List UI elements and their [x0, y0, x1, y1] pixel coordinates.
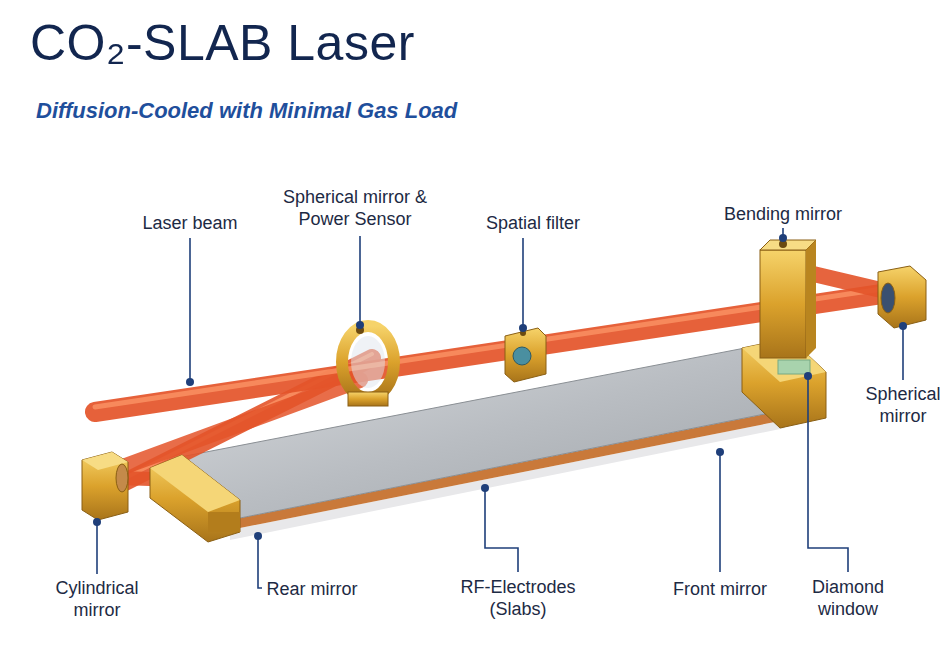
spherical-mirror-sensor	[342, 326, 394, 406]
leader-lines	[902, 326, 904, 380]
front-mirror-mount	[778, 360, 810, 374]
leader-dots	[804, 372, 812, 380]
leader-dots	[716, 448, 724, 456]
leader-dots	[186, 378, 194, 386]
spherical-mirror	[878, 266, 926, 328]
cylindrical-mirror	[82, 452, 128, 520]
bending-mirror	[760, 250, 806, 358]
rear-mirror-mount	[150, 455, 240, 542]
spatial-filter	[505, 328, 546, 382]
leader-dots	[481, 484, 489, 492]
leader-lines	[522, 238, 524, 328]
part-label: Front mirror	[655, 578, 785, 600]
subtitle: Diffusion-Cooled with Minimal Gas Load	[36, 98, 457, 124]
part-label: Spherical mirror & Power Sensor	[283, 186, 428, 230]
leader-dots	[779, 234, 787, 242]
rear-mirror-mount	[208, 512, 240, 532]
leader-lines	[808, 376, 848, 572]
spherical-mirror	[881, 283, 895, 313]
page-title: CO₂-SLAB Laser	[30, 14, 415, 72]
rear-mirror-mount	[150, 455, 240, 512]
bending-mirror	[760, 240, 816, 358]
part-label: Bending mirror	[708, 203, 858, 225]
part-label: Rear mirror	[252, 578, 372, 600]
leader-dots	[899, 322, 907, 330]
leader-lines	[258, 536, 262, 588]
part-label: Spherical mirror	[853, 383, 950, 427]
leader-dots	[93, 518, 101, 526]
leader-dots	[254, 532, 262, 540]
spatial-filter	[513, 347, 531, 365]
spherical-mirror-sensor	[348, 392, 388, 406]
spherical-mirror-sensor	[351, 336, 385, 388]
bending-mirror	[806, 240, 816, 358]
part-label: RF-Electrodes (Slabs)	[453, 576, 583, 620]
cylindrical-mirror	[82, 452, 128, 520]
part-label: Spatial filter	[463, 212, 603, 234]
part-label: Cylindrical mirror	[42, 577, 152, 621]
leader-dots	[519, 324, 527, 332]
leader-lines	[189, 238, 191, 382]
cylindrical-mirror	[116, 464, 128, 492]
spherical-mirror	[878, 266, 926, 328]
leader-lines	[96, 522, 98, 574]
spatial-filter	[505, 328, 546, 382]
part-label: Diamond window	[801, 576, 896, 620]
leader-lines	[719, 452, 721, 572]
leader-lines	[359, 236, 361, 325]
rf-electrodes	[175, 348, 785, 520]
leader-lines	[97, 228, 903, 588]
leader-dots	[356, 321, 364, 329]
rear-mirror-mount	[150, 455, 240, 542]
spherical-mirror-sensor	[342, 326, 394, 398]
leader-lines	[485, 488, 518, 572]
part-label: Laser beam	[125, 212, 255, 234]
leader-dots	[93, 234, 907, 540]
